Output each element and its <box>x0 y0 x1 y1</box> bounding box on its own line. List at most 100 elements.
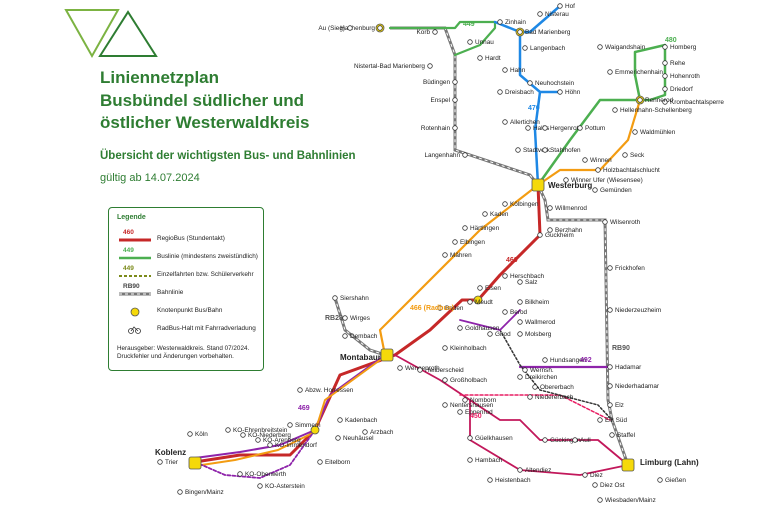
stop-marker[interactable] <box>487 477 493 483</box>
stop-marker[interactable] <box>525 125 531 131</box>
stop-marker[interactable] <box>462 152 468 158</box>
stop-marker[interactable] <box>607 69 613 75</box>
stop-marker[interactable] <box>542 357 548 363</box>
stop-marker[interactable] <box>362 429 368 435</box>
stop-marker[interactable] <box>442 377 448 383</box>
stop-marker[interactable] <box>482 211 488 217</box>
stop-marker[interactable] <box>467 435 473 441</box>
stop-marker[interactable] <box>417 367 423 373</box>
stop-marker[interactable] <box>297 387 303 393</box>
stop-marker[interactable] <box>542 147 548 153</box>
stop-marker[interactable] <box>582 157 588 163</box>
hub-koblenz[interactable] <box>188 456 202 470</box>
stop-marker[interactable] <box>467 299 473 305</box>
stop-marker[interactable] <box>557 89 563 95</box>
stop-marker[interactable] <box>517 331 523 337</box>
stop-marker[interactable] <box>337 417 343 423</box>
stop-marker[interactable] <box>502 273 508 279</box>
stop-marker[interactable] <box>515 147 521 153</box>
stop-marker[interactable] <box>477 55 483 61</box>
stop-marker[interactable] <box>527 80 533 86</box>
stop-marker[interactable] <box>547 227 553 233</box>
stop-marker[interactable] <box>517 374 523 380</box>
stop-marker[interactable] <box>607 402 613 408</box>
stop-marker[interactable] <box>609 432 615 438</box>
stop-marker[interactable] <box>502 201 508 207</box>
stop-marker[interactable] <box>237 471 243 477</box>
stop-marker[interactable] <box>257 483 263 489</box>
stop-marker[interactable] <box>517 467 523 473</box>
stop-marker[interactable] <box>662 44 668 50</box>
stop-marker[interactable] <box>442 252 448 258</box>
stop-marker[interactable] <box>267 442 273 448</box>
stop-marker[interactable] <box>335 435 341 441</box>
hub-westerburg[interactable] <box>531 178 545 192</box>
hub-montabaur[interactable] <box>380 348 394 362</box>
stop-marker[interactable] <box>637 97 643 103</box>
stop-marker[interactable] <box>662 60 668 66</box>
stop-marker[interactable] <box>557 3 563 9</box>
stop-marker[interactable] <box>547 205 553 211</box>
stop-marker[interactable] <box>342 333 348 339</box>
stop-marker[interactable] <box>452 239 458 245</box>
stop-marker[interactable] <box>527 394 533 400</box>
stop-marker[interactable] <box>522 367 528 373</box>
stop-marker[interactable] <box>597 497 603 503</box>
stop-marker[interactable] <box>477 285 483 291</box>
stop-marker[interactable] <box>187 431 193 437</box>
stop-marker[interactable] <box>622 152 628 158</box>
stop-marker[interactable] <box>452 79 458 85</box>
stop-marker[interactable] <box>467 457 473 463</box>
stop-marker[interactable] <box>517 299 523 305</box>
stop-marker[interactable] <box>597 417 603 423</box>
stop-marker[interactable] <box>522 45 528 51</box>
stop-marker[interactable] <box>502 119 508 125</box>
stop-marker[interactable] <box>582 472 588 478</box>
stop-marker[interactable] <box>502 309 508 315</box>
stop-marker[interactable] <box>657 477 663 483</box>
stop-marker[interactable] <box>442 402 448 408</box>
stop-marker[interactable] <box>457 325 463 331</box>
stop-marker[interactable] <box>595 167 601 173</box>
stop-marker[interactable] <box>432 29 438 35</box>
stop-marker[interactable] <box>452 125 458 131</box>
stop-marker[interactable] <box>487 331 493 337</box>
stop-marker[interactable] <box>177 489 183 495</box>
stop-marker[interactable] <box>602 219 608 225</box>
stop-marker[interactable] <box>607 265 613 271</box>
stop-marker[interactable] <box>572 437 578 443</box>
stop-marker[interactable] <box>342 315 348 321</box>
stop-marker[interactable] <box>157 459 163 465</box>
stop-marker[interactable] <box>442 345 448 351</box>
stop-marker[interactable] <box>467 39 473 45</box>
stop-marker[interactable] <box>607 383 613 389</box>
stop-marker[interactable] <box>457 409 463 415</box>
stop-marker[interactable] <box>597 44 603 50</box>
stop-marker[interactable] <box>225 427 231 433</box>
stop-marker[interactable] <box>607 307 613 313</box>
stop-marker[interactable] <box>662 73 668 79</box>
stop-marker[interactable] <box>332 295 338 301</box>
hub-limburg[interactable] <box>621 458 635 472</box>
stop-marker[interactable] <box>437 305 443 311</box>
stop-marker[interactable] <box>662 86 668 92</box>
stop-marker[interactable] <box>607 364 613 370</box>
stop-marker[interactable] <box>347 25 353 31</box>
stop-marker[interactable] <box>502 67 508 73</box>
stop-marker[interactable] <box>542 437 548 443</box>
stop-marker[interactable] <box>517 279 523 285</box>
stop-marker[interactable] <box>287 422 293 428</box>
stop-marker[interactable] <box>497 19 503 25</box>
stop-marker[interactable] <box>532 384 538 390</box>
stop-marker[interactable] <box>563 177 569 183</box>
stop-marker[interactable] <box>517 319 523 325</box>
stop-marker[interactable] <box>240 432 246 438</box>
stop-marker[interactable] <box>397 365 403 371</box>
stop-marker[interactable] <box>662 99 668 105</box>
stop-marker[interactable] <box>452 97 458 103</box>
stop-marker[interactable] <box>632 129 638 135</box>
stop-marker[interactable] <box>537 11 543 17</box>
stop-marker[interactable] <box>377 25 383 31</box>
stop-marker[interactable] <box>612 107 618 113</box>
stop-marker[interactable] <box>497 89 503 95</box>
